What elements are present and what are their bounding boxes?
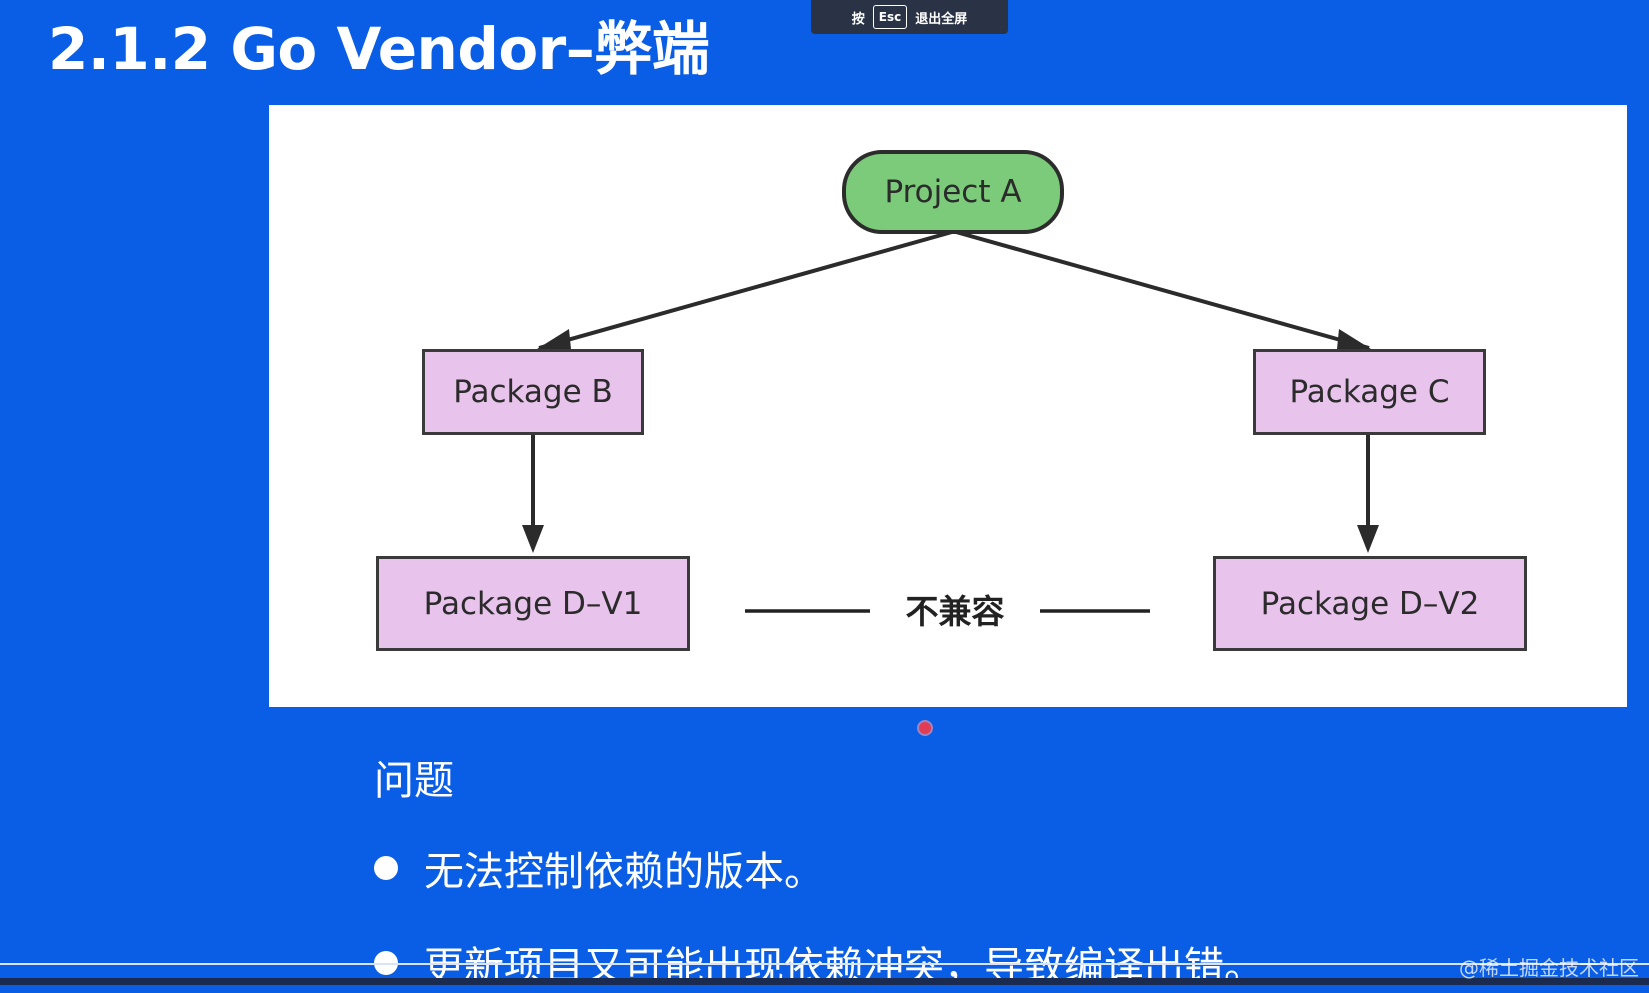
slide-title: 2.1.2 Go Vendor–弊端 <box>48 15 710 83</box>
problem-item-text: 无法控制依赖的版本。 <box>424 849 824 895</box>
diagram-connectors <box>522 230 1379 613</box>
node-project-a: Project A <box>842 150 1064 234</box>
node-package-d-v1: Package D–V1 <box>376 556 690 651</box>
esc-key-badge: Esc <box>872 5 908 29</box>
node-package-c: Package C <box>1253 349 1486 435</box>
node-package-b: Package B <box>422 349 644 435</box>
fullscreen-action-text: 退出全屏 <box>915 11 968 27</box>
node-package-d-v2: Package D–V2 <box>1213 556 1527 651</box>
arrowhead-package-c <box>1337 329 1371 349</box>
video-progress-line[interactable] <box>0 963 1649 965</box>
arrowhead-dv1 <box>522 525 544 553</box>
incompatible-label: 不兼容 <box>870 580 1040 638</box>
bullet-dot-icon <box>374 856 398 880</box>
problems-heading: 问题 <box>374 758 454 804</box>
mouse-cursor-dot <box>919 722 931 734</box>
arrow-project-to-package-b <box>538 230 953 350</box>
arrow-project-to-package-c <box>955 230 1370 350</box>
fullscreen-exit-bar[interactable]: 按 Esc 退出全屏 <box>811 0 1008 34</box>
arrowhead-dv2 <box>1357 525 1379 553</box>
fullscreen-prefix-text: 按 <box>851 11 865 27</box>
video-control-strip <box>0 978 1649 985</box>
arrowhead-package-b <box>537 329 571 349</box>
problem-item-1: 无法控制依赖的版本。 <box>374 838 824 898</box>
watermark-text: @稀土掘金技术社区 <box>1459 956 1639 980</box>
